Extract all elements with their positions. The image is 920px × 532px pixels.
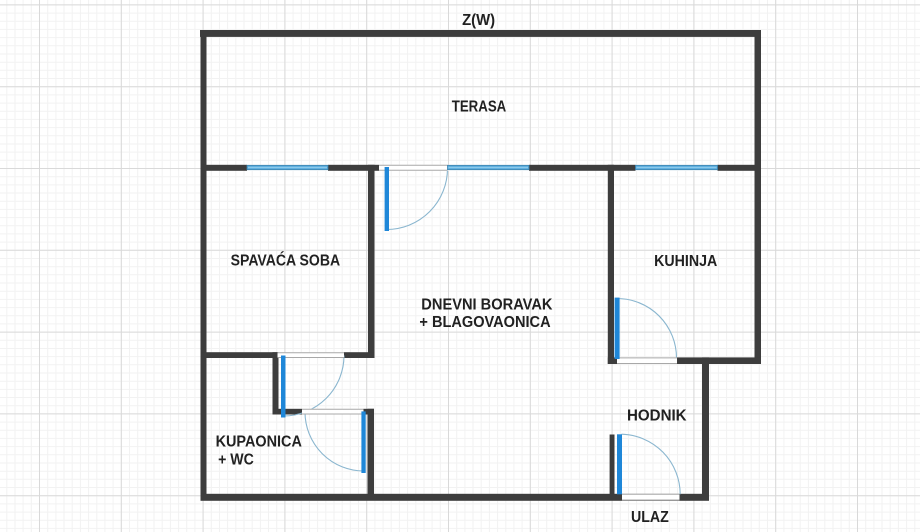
svg-text:DNEVNI BORAVAK: DNEVNI BORAVAK [421, 296, 553, 313]
svg-text:ULAZ: ULAZ [631, 509, 669, 526]
svg-text:TERASA: TERASA [452, 99, 507, 116]
svg-text:+ WC: + WC [218, 451, 254, 468]
svg-text:+ BLAGOVAONICA: + BLAGOVAONICA [419, 314, 550, 331]
svg-text:KUPAONICA: KUPAONICA [216, 433, 302, 450]
svg-text:SPAVAĆA SOBA: SPAVAĆA SOBA [231, 252, 341, 270]
svg-text:Z(W): Z(W) [462, 12, 495, 29]
svg-text:HODNIK: HODNIK [627, 408, 687, 425]
svg-text:KUHINJA: KUHINJA [654, 253, 717, 270]
